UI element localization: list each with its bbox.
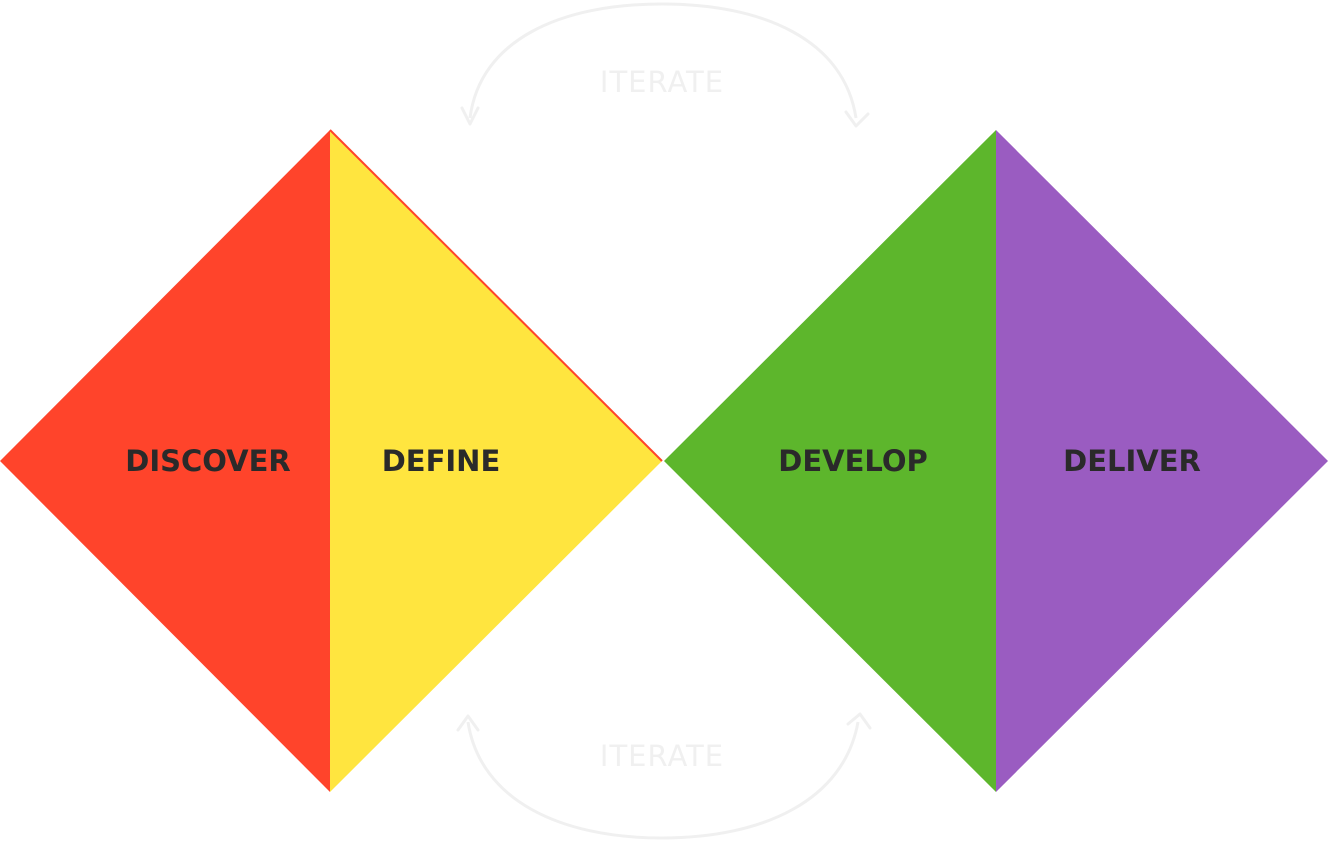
diamond-problem: DISCOVER DEFINE [0,129,663,792]
iterate-arrowhead-left-top-icon [460,106,480,126]
phase-discover-label: DISCOVER [125,444,291,478]
iterate-arrowhead-left-bottom-icon [456,714,480,732]
iterate-arrowhead-right-top-icon [844,110,870,128]
iterate-loop-top: ITERATE [460,2,870,128]
phase-develop-label: DEVELOP [778,444,928,478]
define-edge-line [329,129,663,462]
diamond-solution: DEVELOP DELIVER [664,130,1328,792]
iterate-loop-bottom: ITERATE [456,712,872,840]
phase-develop-shape [664,130,996,792]
iterate-arc-bottom [466,721,860,840]
phase-define-shape [330,130,662,792]
iterate-arrowhead-right-bottom-icon [846,712,872,730]
iterate-arc-top [468,2,858,119]
iterate-label-bottom: ITERATE [600,739,724,773]
phase-discover-shape [0,130,330,792]
phase-deliver-label: DELIVER [1063,444,1201,478]
phase-deliver-shape [996,130,1328,792]
phase-define-label: DEFINE [382,444,501,478]
iterate-label-top: ITERATE [600,65,724,99]
